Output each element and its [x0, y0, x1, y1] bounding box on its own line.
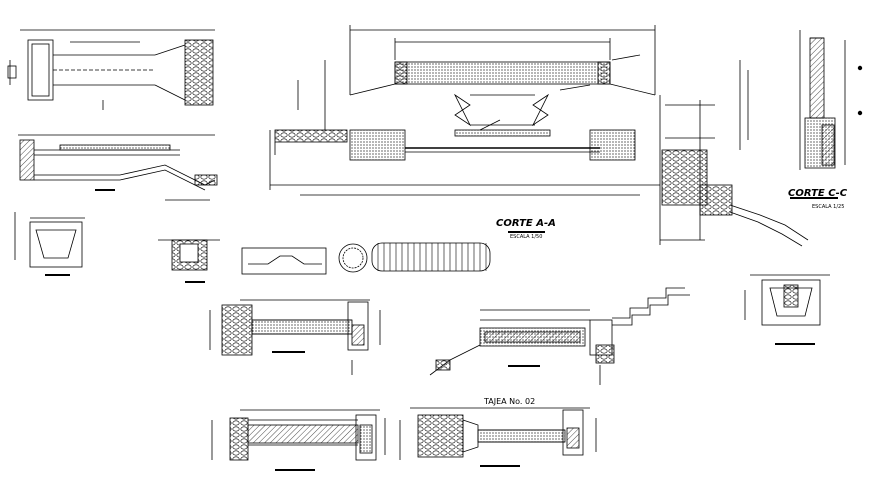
corte-aa-scale: ESCALA 1/50 [510, 234, 542, 240]
section-aa-main [269, 25, 809, 247]
box-section-small [158, 239, 220, 283]
corte-cc-scale: ESCALA 1/25 [812, 204, 844, 210]
profile-section-left [18, 134, 218, 201]
small-channel-detail [241, 247, 327, 275]
section-cc [790, 30, 863, 199]
culvert-section-2 [211, 409, 386, 471]
tajea-section [399, 407, 597, 467]
pipe-circle-detail [338, 243, 368, 273]
plan-view-top-left [7, 29, 215, 110]
headwall-section-right [744, 274, 830, 345]
headwall-section-small [14, 212, 85, 276]
culvert-section-sloped [429, 287, 690, 385]
corrugated-pipe-detail [371, 242, 491, 272]
corte-cc-title: CORTE C-C [788, 188, 848, 199]
corte-aa-title: CORTE A-A [496, 218, 556, 229]
culvert-section-1 [209, 299, 381, 375]
tajea-title: TAJEA No. 02 [483, 397, 535, 406]
